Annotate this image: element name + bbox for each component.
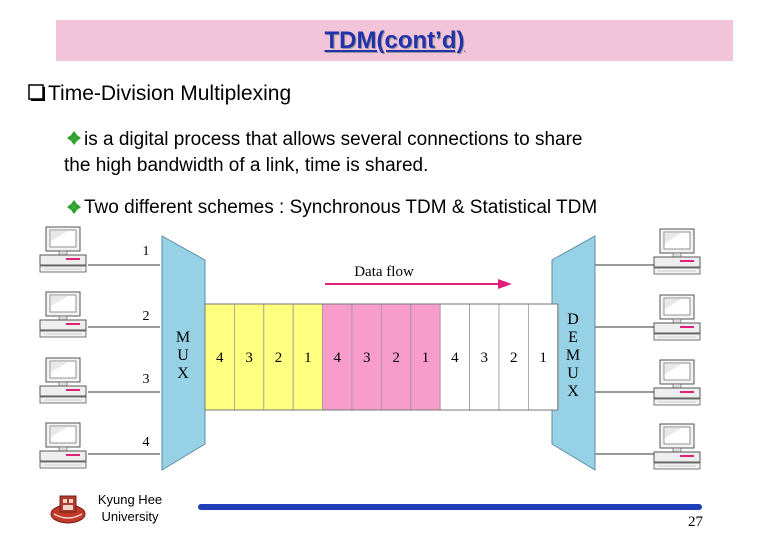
time-slot (498, 303, 529, 411)
time-slot (380, 303, 412, 411)
data-flow-arrowhead (498, 279, 512, 289)
demux-letter: M (566, 347, 580, 364)
time-slot (410, 303, 441, 411)
section-heading: Time-Division Multiplexing (48, 82, 292, 105)
title-bar: TDM(cont’d) (56, 20, 733, 61)
input-number: 1 (143, 244, 150, 259)
time-slot (351, 303, 382, 411)
input-number: 2 (143, 309, 150, 324)
demux-letter: X (567, 383, 579, 400)
time-slot-label: 3 (481, 350, 489, 366)
page-number: 27 (688, 514, 703, 530)
time-slot-label: 4 (216, 350, 224, 366)
tdm-diagram: 1 2 3 4 M U X D E M U X Data flow 4 3 2 1 4 3… (39, 226, 701, 471)
diamond-bullet-icon (67, 131, 81, 145)
time-slot (292, 303, 324, 411)
bullet-text-2: Two different schemes : Synchronous TDM … (84, 197, 598, 218)
time-slot (469, 303, 500, 411)
input-number: 4 (143, 435, 150, 450)
mux-letter: M (176, 329, 190, 346)
time-slot-label: 2 (510, 350, 518, 366)
university-logo-icon (50, 495, 86, 524)
time-slot (322, 303, 353, 411)
mux-block (161, 235, 206, 471)
slide-title: TDM(cont’d) (324, 26, 465, 54)
time-slot-label: 3 (363, 350, 371, 366)
input-number: 3 (143, 372, 150, 387)
bullet-text-1-cont: the high bandwidth of a link, time is sh… (64, 155, 429, 176)
time-slot-label: 1 (422, 350, 430, 366)
university-line-1: Kyung Hee (97, 492, 163, 507)
time-slot-label: 3 (245, 350, 253, 366)
time-slot (263, 303, 294, 411)
time-slot-label: 4 (334, 350, 342, 366)
demux-letter: E (568, 329, 578, 346)
diamond-bullet-icon (67, 200, 81, 214)
time-slot (528, 303, 559, 411)
demux-letter: D (567, 311, 579, 328)
time-slot (439, 303, 471, 411)
mux-letter: X (177, 365, 189, 382)
university-line-2: University (101, 509, 159, 524)
tdm-frame: 4 3 2 1 4 3 2 1 4 3 2 1 (204, 303, 559, 411)
bullet-text-1: is a digital process that allows several… (84, 129, 583, 150)
time-slot-label: 2 (392, 350, 400, 366)
university-name: Kyung Hee University (90, 491, 170, 525)
time-slot-label: 4 (451, 350, 459, 366)
time-slot-label: 2 (275, 350, 283, 366)
q-bullet-icon (28, 84, 45, 101)
demux-letter: U (567, 365, 579, 382)
mux-letter: U (177, 347, 189, 364)
time-slot-label: 1 (539, 350, 547, 366)
tdm-frame-border (204, 303, 559, 411)
footer-divider (198, 504, 702, 510)
data-flow-label: Data flow (354, 264, 414, 280)
time-slot-label: 1 (304, 350, 312, 366)
